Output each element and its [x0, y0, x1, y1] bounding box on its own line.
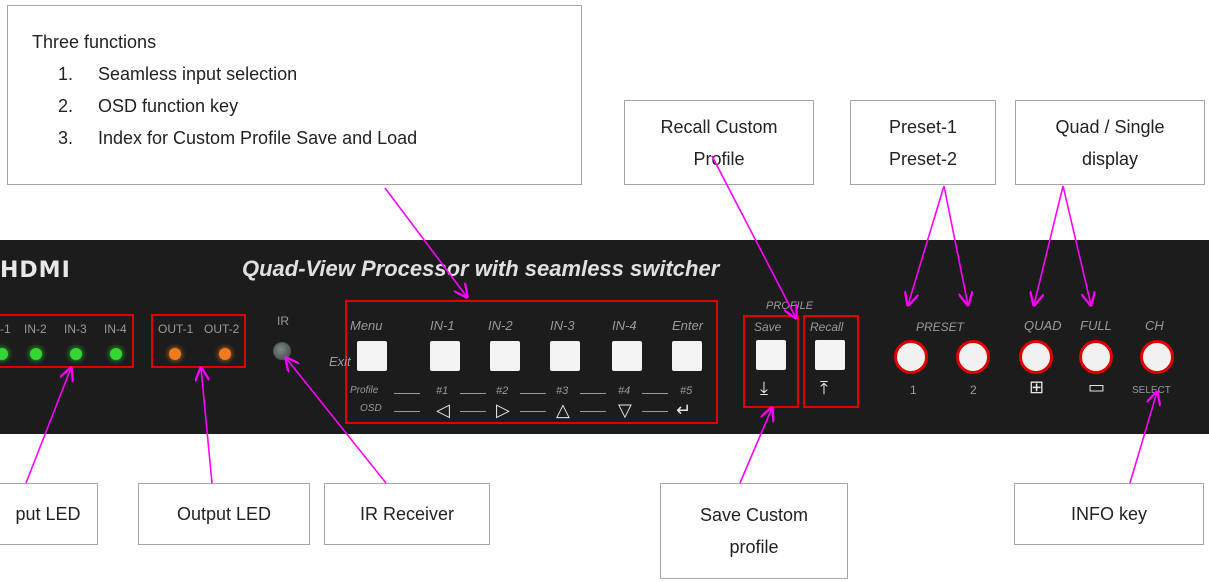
- input-led-2: [30, 348, 42, 360]
- enter-button[interactable]: [672, 341, 702, 371]
- output-led-label-2: OUT-2: [204, 322, 240, 336]
- list-item: 3.Index for Custom Profile Save and Load: [58, 128, 418, 148]
- preset-label: PRESET: [916, 320, 965, 334]
- key-label-in-4: IN-4: [612, 318, 637, 333]
- enter-return-icon: ↵: [676, 400, 692, 421]
- divider: [394, 411, 420, 412]
- quad-grid-icon: ⊞: [1029, 377, 1045, 398]
- quad-button[interactable]: [1019, 340, 1053, 374]
- key-label-menu: Menu: [350, 318, 383, 333]
- input-led-label-3: IN-3: [64, 322, 87, 336]
- recall-highlight: [803, 315, 859, 408]
- divider: [580, 411, 606, 412]
- input-led-highlight: [0, 314, 134, 368]
- info-key-callout: INFO key: [1014, 483, 1204, 545]
- profile-row-label: Profile: [350, 385, 379, 396]
- in-3-button[interactable]: [550, 341, 580, 371]
- key-label-enter: Enter: [672, 318, 704, 333]
- input-led-label-1: -1: [0, 322, 11, 336]
- functions-title: Three functions: [32, 32, 157, 52]
- preset-2-number: 2: [970, 383, 977, 397]
- profile-index-2: #2: [496, 385, 509, 397]
- function-keys-highlight: [345, 300, 718, 424]
- profile-index-4: #4: [618, 385, 631, 397]
- ir-receiver-callout: IR Receiver: [324, 483, 490, 545]
- divider: [642, 393, 668, 394]
- in-4-button[interactable]: [612, 341, 642, 371]
- select-label: SELECT: [1132, 385, 1171, 396]
- functions-callout: Three functions 1.Seamless input selecti…: [7, 5, 582, 185]
- up-arrow-icon: △: [556, 400, 570, 421]
- recall-upload-icon: ⤒: [820, 378, 828, 399]
- profile-index-3: #3: [556, 385, 569, 397]
- preset-1-number: 1: [910, 383, 917, 397]
- divider: [460, 393, 486, 394]
- output-led-1: [169, 348, 181, 360]
- ch-label: CH: [1145, 318, 1164, 333]
- panel-title: Quad-View Processor with seamless switch…: [242, 256, 720, 281]
- input-led-label-2: IN-2: [24, 322, 47, 336]
- recall-label: Recall: [810, 320, 844, 334]
- output-led-callout: Output LED: [138, 483, 310, 545]
- preset-2-button[interactable]: [956, 340, 990, 374]
- osd-row-label: OSD: [360, 403, 382, 414]
- save-button[interactable]: [756, 340, 786, 370]
- in-1-button[interactable]: [430, 341, 460, 371]
- list-item: 2.OSD function key: [58, 96, 239, 116]
- key-label-in-1: IN-1: [430, 318, 455, 333]
- brand-logo: HDMI: [0, 258, 71, 283]
- divider: [580, 393, 606, 394]
- input-led-4: [110, 348, 122, 360]
- list-item: 1.Seamless input selection: [58, 64, 298, 84]
- output-led-2: [219, 348, 231, 360]
- functions-list: 1.Seamless input selection 2.OSD functio…: [32, 58, 581, 154]
- divider: [520, 411, 546, 412]
- exit-label: Exit: [329, 354, 351, 369]
- quad-label: QUAD: [1024, 318, 1062, 333]
- profile-heading: PROFILE: [766, 300, 814, 312]
- key-label-in-3: IN-3: [550, 318, 575, 333]
- preset-1-button[interactable]: [894, 340, 928, 374]
- save-profile-callout: Save Custom profile: [660, 483, 848, 579]
- recall-profile-callout: Recall Custom Profile: [624, 100, 814, 185]
- ir-receiver-sensor: [273, 342, 291, 360]
- in-2-button[interactable]: [490, 341, 520, 371]
- right-arrow-icon: ▷: [496, 400, 510, 421]
- save-label: Save: [754, 320, 782, 334]
- full-screen-icon: ▭: [1088, 377, 1106, 398]
- left-arrow-icon: ◁: [436, 400, 450, 421]
- recall-button[interactable]: [815, 340, 845, 370]
- key-label-in-2: IN-2: [488, 318, 513, 333]
- input-led-callout: put LED: [0, 483, 98, 545]
- input-led-1: [0, 348, 8, 360]
- input-led-label-4: IN-4: [104, 322, 127, 336]
- divider: [520, 393, 546, 394]
- device-front-panel: HDMI Quad-View Processor with seamless s…: [0, 240, 1209, 434]
- profile-index-1: #1: [436, 385, 449, 397]
- divider: [642, 411, 668, 412]
- output-led-label-1: OUT-1: [158, 322, 194, 336]
- input-led-3: [70, 348, 82, 360]
- quad-single-callout: Quad / Single display: [1015, 100, 1205, 185]
- down-arrow-icon: ▽: [618, 400, 632, 421]
- preset-callout: Preset-1 Preset-2: [850, 100, 996, 185]
- save-download-icon: ⤓: [760, 378, 768, 399]
- full-button[interactable]: [1079, 340, 1113, 374]
- ch-select-button[interactable]: [1140, 340, 1174, 374]
- ir-label: IR: [277, 314, 289, 328]
- profile-index-5: #5: [680, 385, 693, 397]
- menu-button[interactable]: [357, 341, 387, 371]
- output-led-highlight: [151, 314, 246, 368]
- divider: [460, 411, 486, 412]
- full-label: FULL: [1080, 318, 1112, 333]
- divider: [394, 393, 420, 394]
